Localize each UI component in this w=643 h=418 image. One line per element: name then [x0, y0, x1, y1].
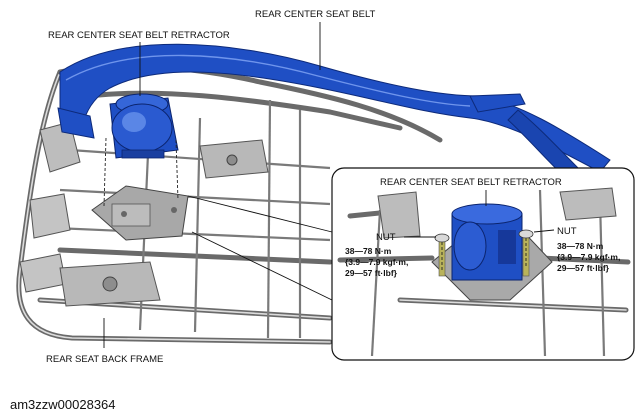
detail-inset	[331, 167, 635, 361]
torque-left-line2: {3.9—7.9 kgf·m,	[345, 257, 408, 267]
retractor-main	[109, 93, 179, 159]
leader-nut-right	[533, 229, 555, 233]
callout-line-top	[187, 195, 333, 233]
label-back-frame: REAR SEAT BACK FRAME	[46, 354, 163, 365]
label-nut-left: NUT	[376, 232, 396, 243]
torque-right-line2: {3.9—7.9 kgf·m,	[557, 252, 620, 262]
torque-right-line3: 29—57 ft·lbf}	[557, 263, 610, 273]
install-line-left	[103, 137, 107, 207]
torque-right-line1: 38—78 N·m	[557, 241, 604, 251]
label-seat-belt: REAR CENTER SEAT BELT	[255, 9, 376, 20]
install-line-right	[175, 139, 179, 201]
seat-back-frame	[16, 63, 443, 345]
torque-left-line1: 38—78 N·m	[345, 246, 392, 256]
label-nut-right: NUT	[557, 226, 577, 237]
callout-line-bottom	[191, 231, 333, 301]
label-retractor: REAR CENTER SEAT BELT RETRACTOR	[48, 30, 230, 41]
seat-belt-webbing	[57, 43, 611, 183]
figure-code: am3zzw00028364	[10, 397, 116, 412]
torque-left-line3: 29—57 ft·lbf}	[345, 268, 398, 278]
label-inset-retractor: REAR CENTER SEAT BELT RETRACTOR	[380, 177, 562, 188]
